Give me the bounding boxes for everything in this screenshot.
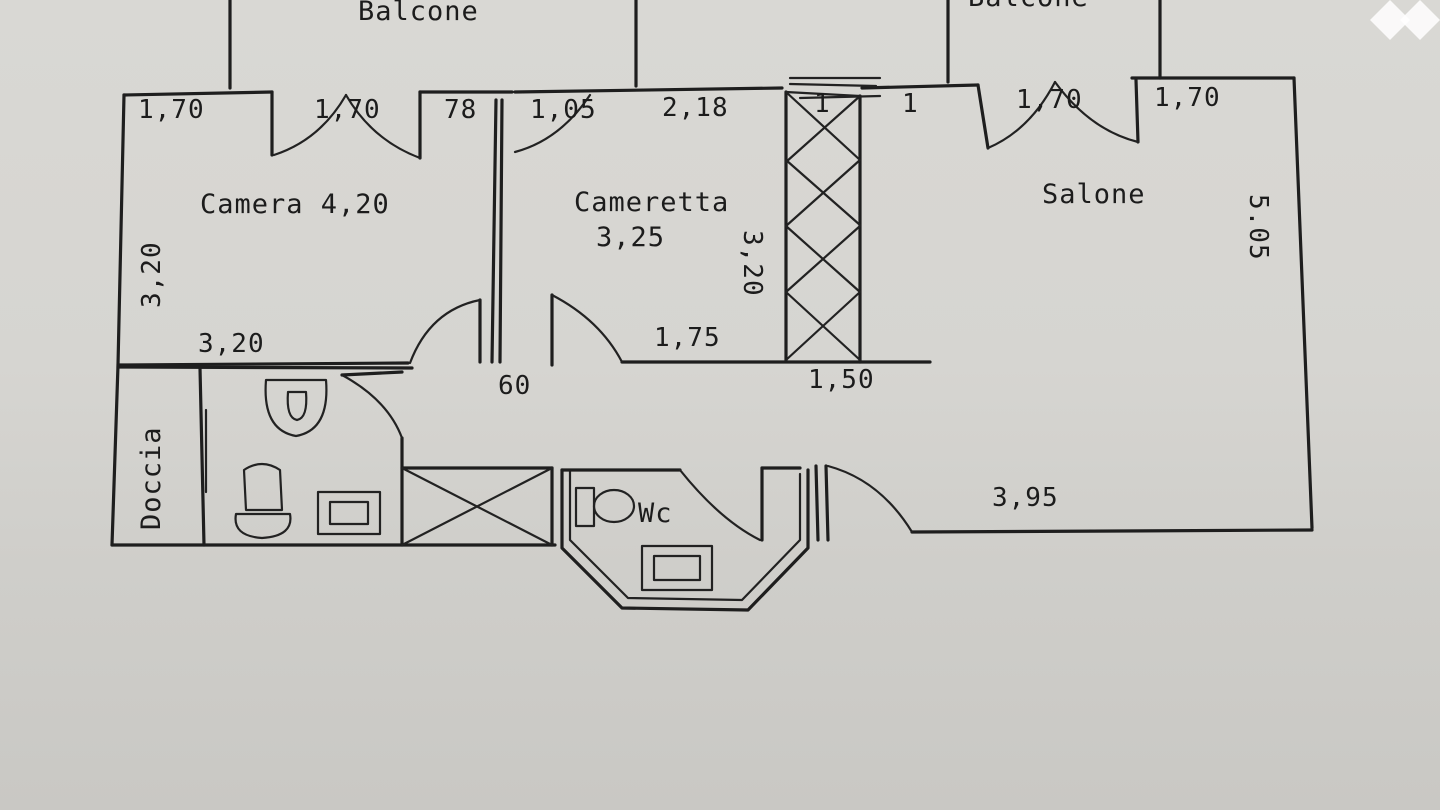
dim-2: 1,70: [314, 95, 381, 125]
room-labels: Balcone Balcone Camera 4,20 Cameretta 3,…: [136, 0, 1146, 530]
dim-4: 1,05: [530, 95, 597, 125]
bottom-wall: [110, 528, 1314, 547]
toilet-icon: [234, 462, 292, 540]
interior-walls: [116, 98, 932, 370]
dim-14: 5.05: [1243, 194, 1273, 261]
dim-8: 1,70: [1016, 85, 1083, 115]
dim-17: 3,95: [992, 483, 1059, 513]
wc-walls: [560, 464, 914, 612]
label-cameretta: Cameretta: [574, 187, 729, 218]
dim-1: 1,70: [138, 95, 205, 125]
dim-7: 1: [902, 89, 919, 119]
label-salone: Salone: [1042, 179, 1146, 210]
label-camera: Camera 4,20: [200, 189, 390, 220]
dim-5: 2,18: [662, 93, 729, 123]
bathroom-walls: [198, 366, 554, 547]
dim-10: 3,20: [137, 241, 167, 308]
dim-13: 1,75: [654, 323, 721, 353]
label-cameretta-area: 3,25: [596, 222, 665, 253]
right-wall: [1292, 76, 1314, 530]
stair-shaft: [784, 76, 882, 364]
balcony-walls: [228, 0, 1162, 90]
dimension-labels: 1,70 1,70 78 1,05 2,18 1 1 1,70 1,70 3,2…: [137, 83, 1273, 513]
label-wc: Wc: [638, 498, 673, 529]
dim-6: 1: [814, 89, 831, 119]
left-wall: [110, 93, 126, 547]
label-balcone-left: Balcone: [358, 0, 479, 27]
sink-icon: [316, 490, 382, 536]
dim-11: 3,20: [198, 329, 265, 359]
label-balcone-right: Balcone: [968, 0, 1089, 13]
dim-16: 1,50: [808, 365, 875, 395]
dim-12: 3,20: [737, 230, 767, 297]
wall-toilet-icon: [264, 378, 328, 438]
balcony-doors: [272, 80, 1140, 160]
diamond-logo-icon: [1370, 0, 1440, 40]
wc-toilet-icon: [574, 486, 636, 528]
top-wall: [122, 76, 1296, 160]
dim-9: 1,70: [1154, 83, 1221, 113]
dim-3: 78: [444, 95, 477, 125]
wc-sink-icon: [640, 544, 714, 592]
dim-15: 60: [498, 371, 531, 401]
label-doccia: Doccia: [136, 426, 167, 530]
